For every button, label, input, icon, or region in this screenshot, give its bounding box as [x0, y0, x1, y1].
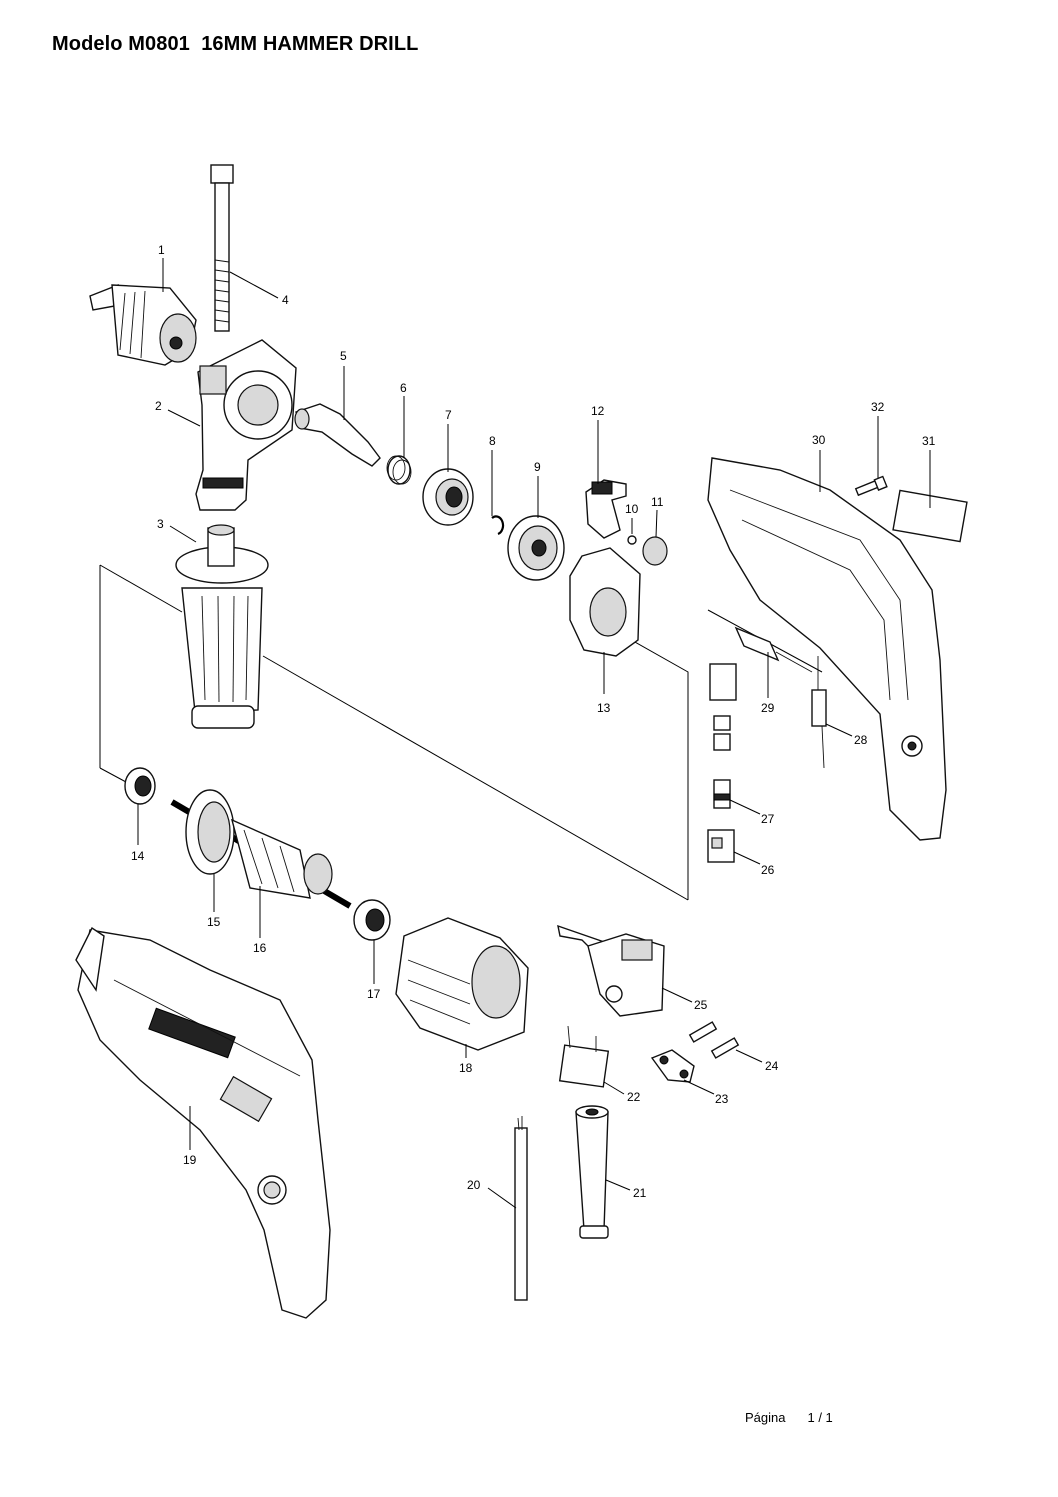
part-ball-bearing-rear — [353, 899, 391, 941]
part-rubber-cap — [642, 536, 668, 566]
callout-20: 20 — [467, 1178, 481, 1192]
part-ball-bearing — [422, 468, 474, 526]
assembly-guide-line — [262, 655, 689, 901]
part-carbon-brush — [713, 779, 731, 809]
callout-29: 29 — [761, 701, 775, 715]
part-brush-holder — [707, 829, 735, 863]
callout-23: 23 — [715, 1092, 729, 1106]
part-bearing-retainer — [569, 547, 641, 657]
part-steel-ball — [627, 535, 637, 545]
callout-22: 22 — [627, 1090, 641, 1104]
assembly-guide-line — [99, 767, 127, 783]
callout-leader — [603, 1081, 625, 1095]
callout-12: 12 — [591, 404, 605, 418]
part-switch — [557, 924, 665, 1017]
callout-28: 28 — [854, 733, 868, 747]
callout-17: 17 — [367, 987, 381, 1001]
page-footer: Página 1 / 1 — [745, 1410, 833, 1425]
page-title: Modelo M0801 16MM HAMMER DRILL — [52, 33, 419, 55]
callout-13: 13 — [597, 701, 611, 715]
part-complete-drill — [75, 926, 331, 1319]
callout-2: 2 — [155, 399, 162, 413]
callout-8: 8 — [489, 434, 496, 448]
callout-leader — [733, 851, 761, 865]
part-tapping-screw-housing — [854, 475, 888, 497]
assembly-guide-line — [99, 564, 183, 613]
callout-7: 7 — [445, 408, 452, 422]
callout-6: 6 — [400, 381, 407, 395]
callout-25: 25 — [694, 998, 708, 1012]
part-spring — [386, 455, 412, 485]
callout-1: 1 — [158, 243, 165, 257]
part-noise-suppressor — [811, 656, 827, 769]
callout-leader — [825, 723, 853, 737]
callout-32: 32 — [871, 400, 885, 414]
part-armature — [170, 789, 352, 909]
part-brush-small — [709, 663, 737, 751]
part-capacitor — [558, 1025, 610, 1088]
callout-11: 11 — [651, 495, 664, 509]
part-side-handle-bolt — [210, 164, 234, 332]
part-power-cord — [514, 1116, 528, 1301]
callout-3: 3 — [157, 517, 164, 531]
callout-leader — [655, 509, 658, 538]
callout-leader — [661, 987, 693, 1003]
part-side-handle — [175, 524, 269, 729]
callout-leader — [169, 525, 197, 543]
part-strain-relief — [650, 1049, 695, 1083]
part-field — [395, 917, 529, 1051]
callout-21: 21 — [633, 1186, 647, 1200]
callout-31: 31 — [922, 434, 936, 448]
callout-leader — [229, 271, 279, 299]
callout-leader — [605, 1179, 631, 1191]
part-spindle — [294, 403, 381, 467]
callout-leader — [487, 1187, 517, 1209]
part-tapping-screw — [688, 1021, 740, 1059]
part-retaining-ring — [491, 515, 505, 536]
callout-leader — [735, 1049, 763, 1063]
callout-4: 4 — [282, 293, 289, 307]
callout-15: 15 — [207, 915, 221, 929]
callout-leader — [683, 1079, 715, 1095]
callout-5: 5 — [340, 349, 347, 363]
assembly-guide-line — [609, 627, 689, 900]
part-gear — [507, 515, 565, 581]
part-change-lever — [585, 479, 627, 539]
callout-9: 9 — [534, 460, 541, 474]
callout-19: 19 — [183, 1153, 197, 1167]
callout-26: 26 — [761, 863, 775, 877]
callout-27: 27 — [761, 812, 775, 826]
part-keyless-chuck — [89, 284, 197, 366]
callout-leader — [729, 799, 761, 815]
callout-16: 16 — [253, 941, 267, 955]
part-ball-bearing-small — [124, 767, 156, 805]
page-label: Página — [745, 1410, 786, 1425]
callout-10: 10 — [625, 502, 639, 516]
callout-leader — [167, 409, 201, 427]
part-name-plate — [892, 489, 968, 543]
callout-30: 30 — [812, 433, 826, 447]
part-housing — [707, 457, 947, 841]
page-number: 1 / 1 — [807, 1410, 833, 1425]
callout-18: 18 — [459, 1061, 473, 1075]
callout-24: 24 — [765, 1059, 779, 1073]
part-cord-guard — [575, 1105, 609, 1239]
part-noise-filter — [734, 626, 813, 673]
callout-14: 14 — [131, 849, 145, 863]
part-gear-housing — [195, 339, 297, 511]
